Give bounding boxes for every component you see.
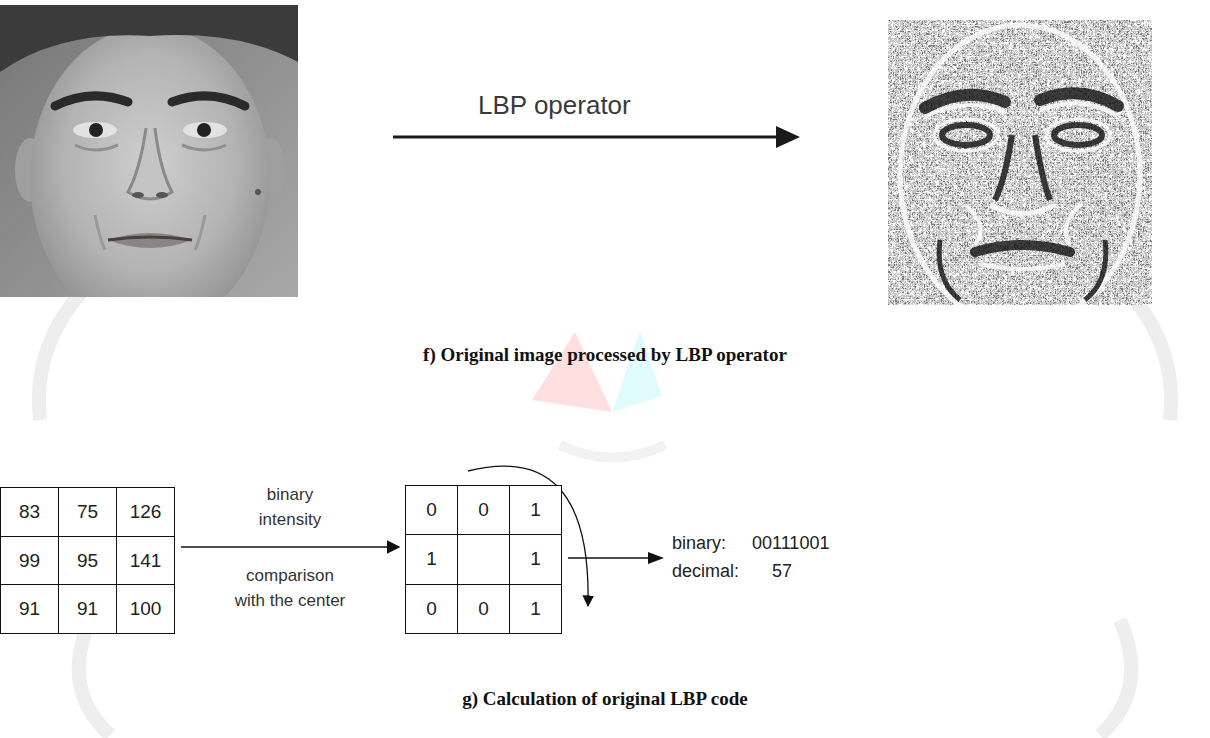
cell-value: 1 — [530, 499, 541, 521]
cell-value: 0 — [478, 598, 489, 620]
value-grid: 83 75 126 99 95 141 91 91 100 — [0, 487, 175, 634]
face-photo — [0, 5, 298, 297]
cell-value: 1 — [426, 548, 437, 570]
grid-cell: 0 — [457, 584, 510, 634]
cell-value: 95 — [77, 550, 98, 572]
cell-value: 1 — [530, 548, 541, 570]
cell-value: 141 — [130, 550, 162, 572]
cell-value: 83 — [19, 501, 40, 523]
grid-cell: 91 — [0, 584, 59, 634]
result-value: 57 — [772, 561, 792, 582]
figure-caption: f) Original image processed by LBP opera… — [0, 344, 1210, 366]
cell-value: 126 — [130, 501, 162, 523]
cell-value: 75 — [77, 501, 98, 523]
cell-value: 91 — [77, 598, 98, 620]
grid-cell: 100 — [116, 584, 175, 634]
cell-value: 1 — [530, 598, 541, 620]
grid-cell: 1 — [509, 584, 562, 634]
edge-label: binary intensity — [240, 482, 340, 532]
operator-label: LBP operator — [478, 90, 631, 121]
result-arrow — [568, 552, 664, 564]
grid-cell: 1 — [509, 534, 562, 584]
grid-cell: 0 — [457, 485, 510, 535]
grid-cell: 99 — [0, 536, 59, 586]
cell-value: 100 — [130, 598, 162, 620]
grid-cell — [457, 534, 510, 584]
grid-cell: 95 — [58, 536, 117, 586]
grid-cell: 0 — [405, 584, 458, 634]
result-value: 00111001 — [752, 533, 829, 554]
result-key: binary: — [672, 533, 726, 554]
grid-cell: 91 — [58, 584, 117, 634]
grid-cell: 0 — [405, 485, 458, 535]
lbp-image — [888, 20, 1152, 305]
cell-value: 91 — [19, 598, 40, 620]
value-grid: 0 0 1 1 1 0 0 1 — [405, 485, 562, 634]
watermark — [39, 265, 1171, 735]
connector-arrow — [181, 546, 399, 548]
figure-caption: g) Calculation of original LBP code — [0, 688, 1210, 710]
cell-value: 0 — [478, 499, 489, 521]
grid-cell: 83 — [0, 487, 59, 537]
result-key: decimal: — [672, 561, 739, 582]
grid-cell: 75 — [58, 487, 117, 537]
arrow-note: comparison with the center — [232, 563, 348, 613]
grid-cell: 1 — [405, 534, 458, 584]
cell-value: 0 — [426, 499, 437, 521]
cell-value: 99 — [19, 550, 40, 572]
grid-cell: 1 — [509, 485, 562, 535]
grid-cell: 141 — [116, 536, 175, 586]
cell-value: 0 — [426, 598, 437, 620]
grid-cell: 126 — [116, 487, 175, 537]
process-arrow — [393, 126, 800, 148]
